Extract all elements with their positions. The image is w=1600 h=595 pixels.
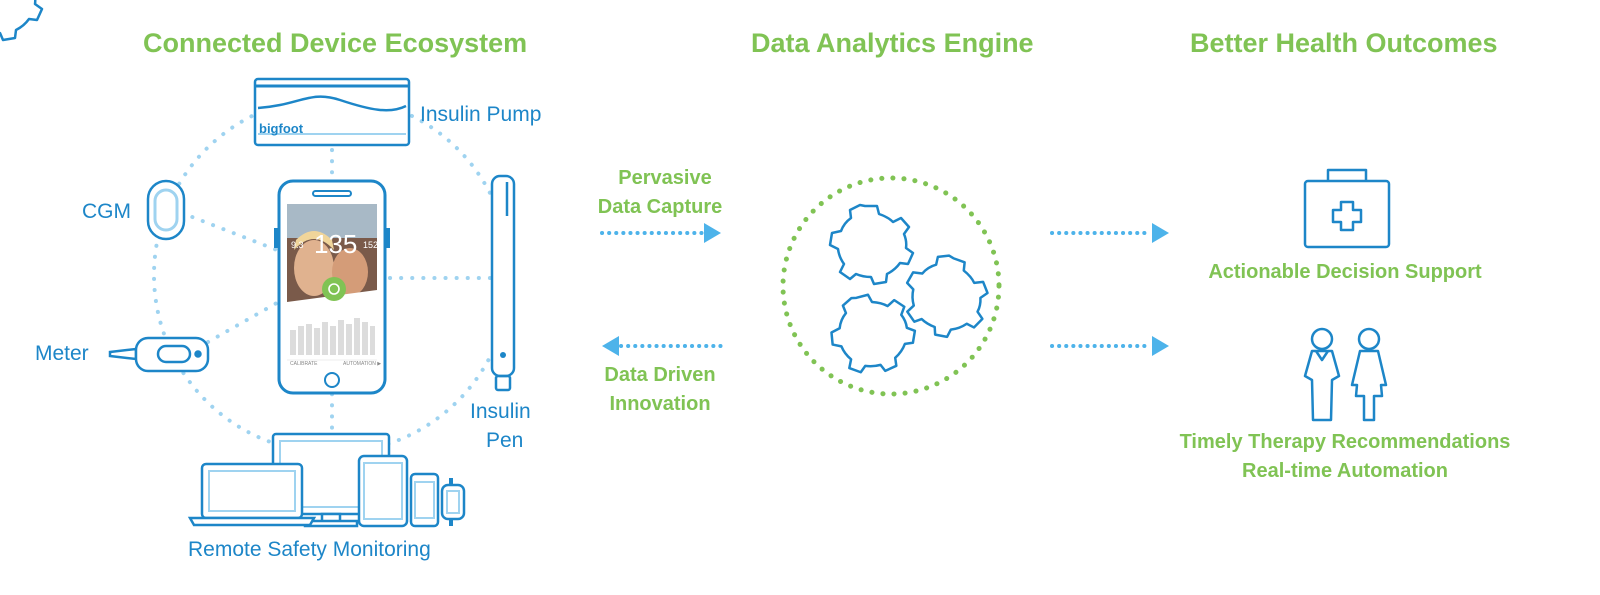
label-capture-line1: Pervasive [618,167,712,189]
arrow-therapy [1050,336,1169,356]
phone-left-value: 9.3 [291,240,304,250]
label-capture-line2: Data Capture [597,196,723,218]
label-innovation-line1: Data Driven [604,364,716,386]
label-therapy-line1: Timely Therapy Recommendations [1179,431,1511,453]
section-title-outcomes: Better Health Outcomes [1190,28,1498,58]
label-cgm: CGM [82,200,131,223]
phone-right-value: 152 [363,240,379,250]
first-aid-kit-icon [1303,168,1391,249]
label-insulin-pen-line2: Pen [486,429,524,452]
phone-footer-left: CALIBRATE [290,361,318,367]
label-therapy-line2: Real-time Automation [1242,460,1448,482]
label-insulin-pump: Insulin Pump [420,103,542,126]
cgm-icon [146,179,186,241]
arrow-decision-support [1050,223,1169,243]
label-decision-support: Actionable Decision Support [1208,261,1482,283]
section-title-devices: Connected Device Ecosystem [143,28,528,58]
analytics-dotted-ring [780,175,1002,397]
people-icon [1303,327,1388,422]
phone-glucose-value: 135 [314,229,358,259]
remote-devices-icon [187,432,466,528]
phone-footer-right: AUTOMATION ▶ [343,361,382,367]
label-remote-monitoring: Remote Safety Monitoring [188,538,431,561]
label-insulin-pen-line1: Insulin [470,400,531,423]
label-innovation-line2: Innovation [609,393,711,415]
phone-icon [274,179,390,395]
label-meter: Meter [35,342,89,365]
section-title-analytics: Data Analytics Engine [751,28,1034,58]
insulin-pump-icon [253,77,411,147]
meter-icon [108,336,210,373]
arrow-data-capture [600,223,721,243]
gears-icon [0,0,1001,384]
pump-brand-logo: bigfoot [259,121,304,136]
insulin-pen-icon [490,174,516,392]
arrow-data-innovation [602,336,723,356]
